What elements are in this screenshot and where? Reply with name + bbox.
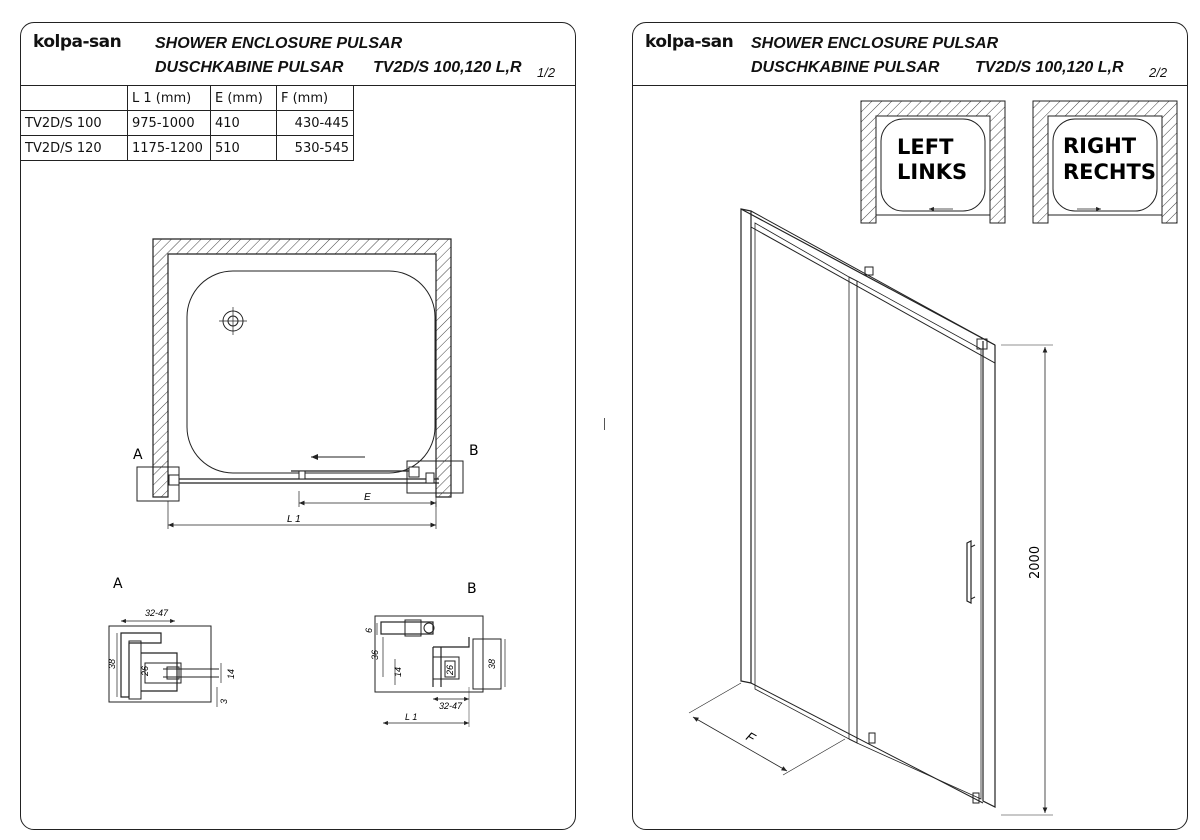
dimension-table: L 1 (mm) E (mm) F (mm) TV2D/S 100 975-10… — [21, 86, 354, 161]
table-row: TV2D/S 120 1175-1200 510 530-545 — [21, 135, 354, 161]
detail-a-dim: 32-47 — [145, 608, 169, 618]
brand-logo: kolpa-san — [645, 32, 734, 52]
badge-right-line2: RECHTS — [1063, 160, 1156, 184]
plan-view-diagram: E L 1 A B A 32-47 38 26 14 3 B — [107, 238, 506, 727]
dim-f-label: F — [744, 729, 759, 746]
table-cell: 530-545 — [276, 135, 354, 161]
badge-right-line1: RIGHT — [1063, 134, 1137, 158]
detail-a-dim: 26 — [140, 666, 150, 677]
dim-l1-label: L 1 — [287, 514, 301, 525]
wall-hatching — [152, 238, 452, 498]
left-variant-badge — [860, 100, 1006, 224]
separator-tick — [604, 418, 605, 430]
callout-b-label: B — [469, 443, 479, 459]
right-variant-badge — [1032, 100, 1178, 224]
detail-b-drawing — [374, 615, 506, 727]
wall-profile-left — [168, 474, 180, 486]
detail-b-dim: 36 — [370, 650, 380, 660]
detail-a-dim: 14 — [226, 669, 236, 679]
table-header-row: L 1 (mm) E (mm) F (mm) — [21, 86, 354, 111]
perspective-diagram: LEFT LINKS RIGHT RECHTS — [688, 100, 1178, 816]
drawing-sheet-2: kolpa-san SHOWER ENCLOSURE PULSAR DUSCHK… — [632, 22, 1188, 830]
header-divider — [633, 85, 1187, 86]
detail-b-dim: 26 — [445, 665, 455, 676]
badge-left-line1: LEFT — [897, 135, 954, 159]
table-cell: 410 — [210, 110, 277, 136]
table-header-cell: F (mm) — [276, 86, 354, 111]
title-de: DUSCHKABINE PULSAR — [155, 59, 344, 76]
detail-a-callout — [136, 466, 180, 502]
page-number: 1/2 — [537, 65, 556, 80]
detail-a-title: A — [113, 576, 123, 592]
title-de: DUSCHKABINE PULSAR — [751, 59, 940, 76]
enclosure-frame — [740, 208, 996, 808]
detail-b-dim: 32-47 — [439, 701, 463, 711]
table-row: TV2D/S 100 975-1000 410 430-445 — [21, 110, 354, 136]
page-number: 2/2 — [1149, 65, 1168, 80]
table-cell: 975-1000 — [127, 110, 211, 136]
detail-b-dim: L 1 — [405, 712, 417, 722]
table-cell: TV2D/S 120 — [21, 135, 128, 161]
dim-height-label: 2000 — [1028, 546, 1043, 579]
table-cell: 1175-1200 — [127, 135, 211, 161]
brand-logo: kolpa-san — [33, 32, 122, 52]
detail-b-callout — [406, 460, 464, 494]
detail-a-dim: 38 — [107, 659, 117, 669]
dimension-f — [692, 716, 788, 772]
badge-left-line2: LINKS — [897, 160, 967, 184]
detail-b-title: B — [467, 581, 477, 597]
callout-a-label: A — [133, 447, 143, 463]
detail-a-dim: 3 — [219, 699, 229, 704]
detail-b-dim: 6 — [364, 628, 374, 633]
drawing-sheet-1: kolpa-san SHOWER ENCLOSURE PULSAR DUSCHK… — [20, 22, 576, 830]
title-en: SHOWER ENCLOSURE PULSAR — [751, 35, 999, 52]
detail-b-dim: 14 — [393, 667, 403, 677]
title-en: SHOWER ENCLOSURE PULSAR — [155, 35, 403, 52]
table-cell: 510 — [210, 135, 277, 161]
detail-a-drawing — [108, 618, 222, 707]
model-code: TV2D/S 100,120 L,R — [373, 59, 522, 76]
dim-e-label: E — [364, 492, 371, 503]
table-header-cell: E (mm) — [210, 86, 277, 111]
model-code: TV2D/S 100,120 L,R — [975, 59, 1124, 76]
header-divider — [21, 85, 575, 86]
wall-profile-right — [408, 466, 420, 478]
shower-tray — [186, 270, 436, 474]
detail-b-dim: 38 — [487, 659, 497, 669]
table-header-cell — [21, 86, 128, 111]
